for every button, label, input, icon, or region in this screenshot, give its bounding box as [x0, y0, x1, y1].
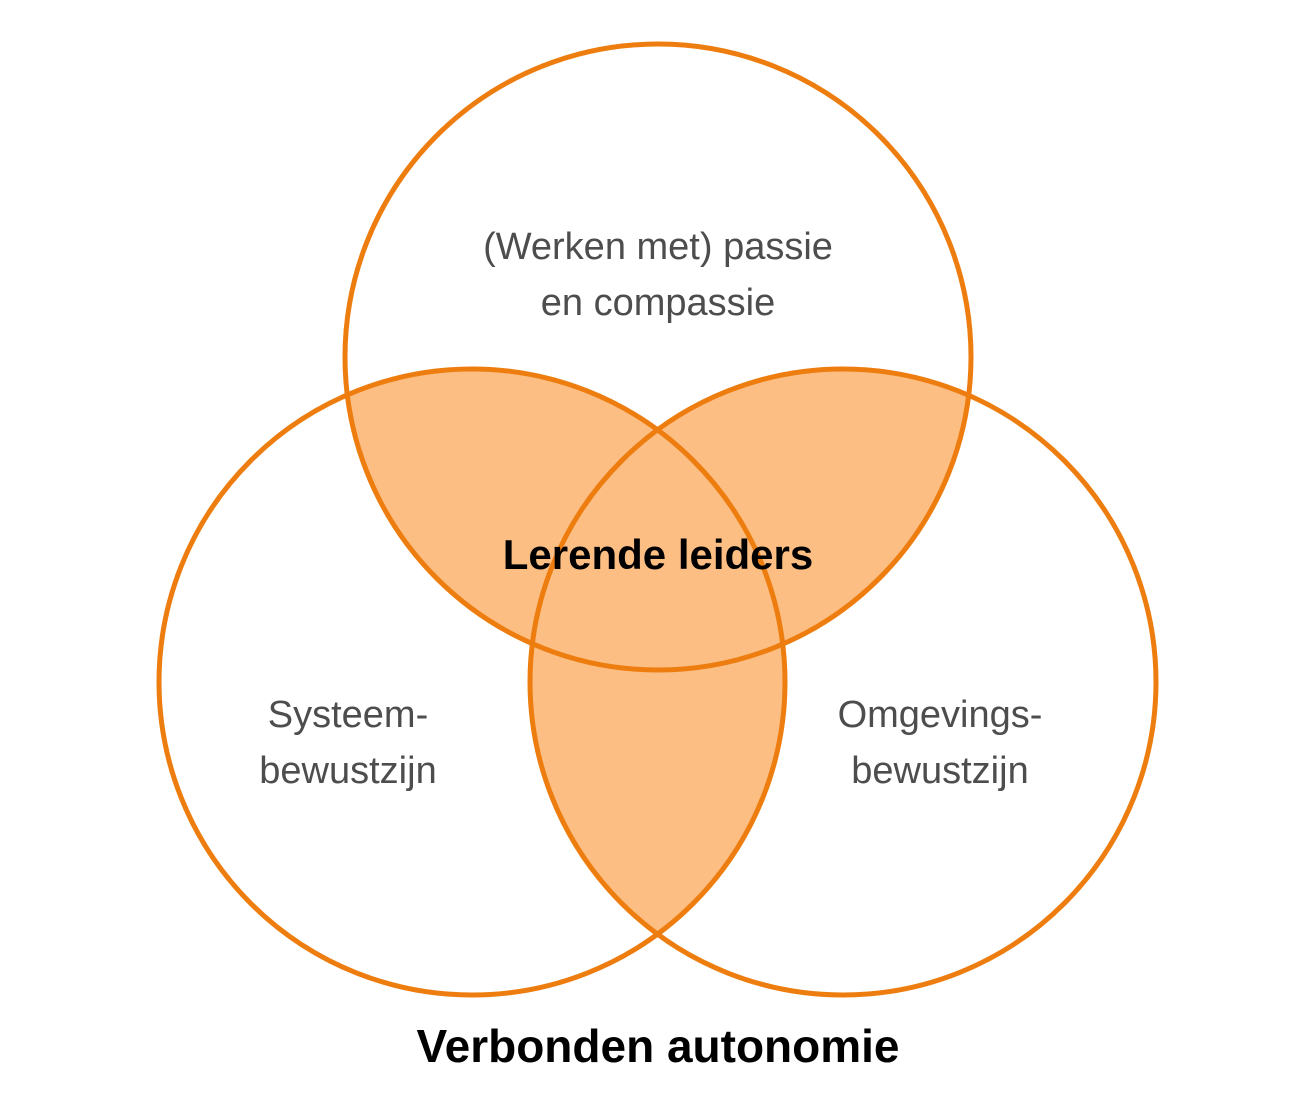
overlap-left-right	[530, 369, 785, 995]
left-circle-label-line1: Systeem-	[268, 694, 428, 736]
top-circle-label-line2: en compassie	[541, 282, 775, 324]
circle-left	[156, 366, 788, 998]
left-circle-label-line2: bewustzijn	[259, 750, 436, 792]
overlap-regions	[345, 369, 971, 995]
center-label: Lerende leiders	[503, 531, 813, 578]
circle-top	[342, 41, 974, 673]
top-circle-label-line1: (Werken met) passie	[483, 226, 833, 268]
circle-right	[527, 366, 1159, 998]
diagram-caption: Verbonden autonomie	[416, 1020, 899, 1072]
right-circle-label-line2: bewustzijn	[851, 750, 1028, 792]
right-circle-label-line1: Omgevings-	[838, 694, 1043, 736]
